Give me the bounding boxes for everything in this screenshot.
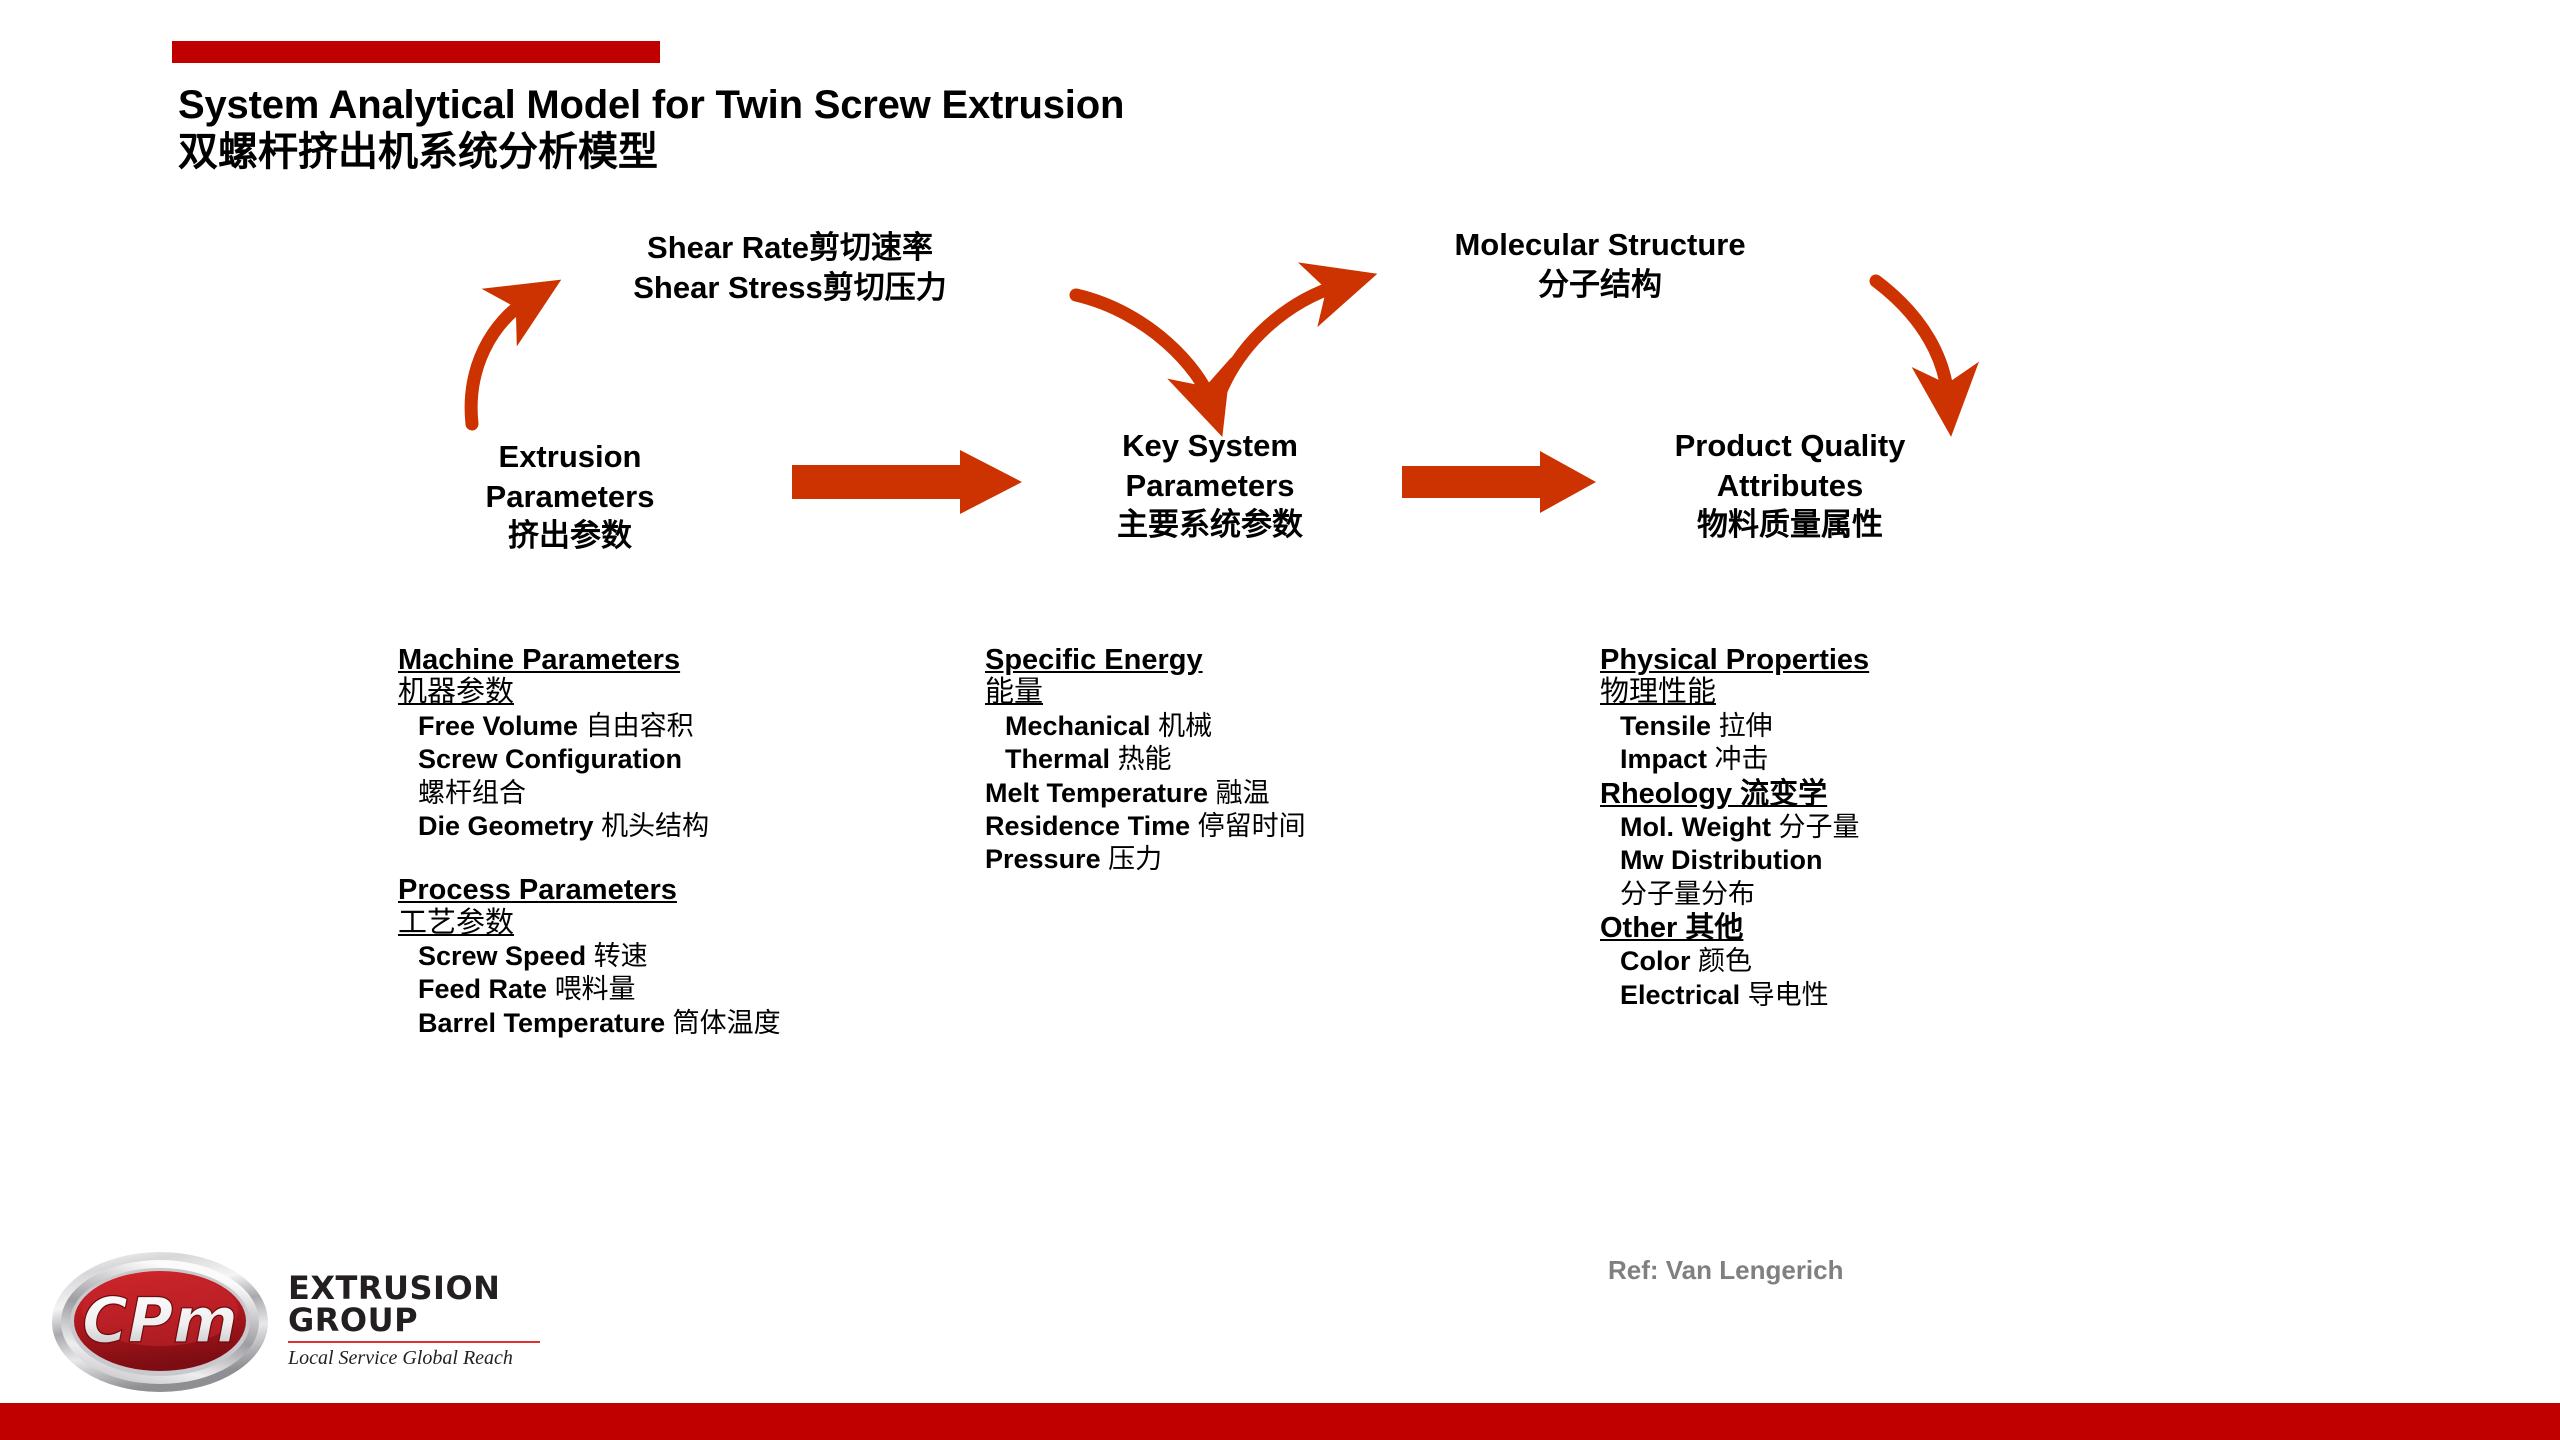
block-arrow-key-system-to-product-quality [1402,451,1596,513]
cpm-logo-line2: GROUP [288,1301,419,1339]
group-spacer [398,845,958,875]
list-item: Electrical 导电性 [1620,979,1829,1010]
list-item: Thermal 热能 [1005,744,1172,775]
flow-node-key-system-parameters: Key System Parameters 主要系统参数 [1050,426,1370,545]
flow-node-line1: Key System [1122,428,1298,463]
flow-caption-molecular-en: Molecular Structure [1454,227,1746,262]
list-item: Screw Configuration [418,744,683,775]
svg-text:CPm: CPm [82,1284,238,1357]
flow-node-line3: 主要系统参数 [1117,507,1303,543]
list-item: Pressure 压力 [985,844,1163,875]
group-heading-process-parameters: Process Parameters [398,874,677,907]
flow-caption-shear: Shear Rate剪切速率 Shear Stress剪切压力 [560,228,1020,307]
reference-credit: Ref: Van Lengerich [1608,1255,1844,1285]
group-heading-process-parameters-zh: 工艺参数 [398,906,515,939]
group-heading-machine-parameters-zh: 机器参数 [398,676,515,709]
flow-node-line3: 挤出参数 [508,518,632,554]
list-item: Tensile 拉伸 [1620,710,1773,741]
list-item: Mw Distribution [1620,845,1823,876]
detail-column-product-quality: Physical Properties 物理性能 Tensile 拉伸 Impa… [1600,645,2200,1014]
curved-arrow-shear-to-key-system [1069,288,1232,437]
group-heading-specific-energy: Specific Energy [985,644,1203,676]
curved-arrow-key-system-to-molecular [1211,262,1378,405]
list-item: Feed Rate 喂料量 [418,974,636,1005]
list-item: Free Volume 自由容积 [418,710,694,741]
list-item: Mol. Weight 分子量 [1620,812,1860,842]
cpm-logo-mark-icon: CPm [52,1252,268,1392]
group-heading-physical-properties-zh: 物理性能 [1600,676,1717,709]
flow-node-line3: 物料质量属性 [1697,507,1883,543]
title-chinese: 双螺杆挤出机系统分析模型 [178,130,658,175]
list-item: Color 颜色 [1620,946,1753,977]
group-heading-physical-properties: Physical Properties [1600,644,1870,676]
flow-caption-shear-rate: Shear Rate剪切速率 [647,230,933,265]
flow-caption-molecular-zh: 分子结构 [1538,266,1662,302]
cpm-logo: CPm EXTRUSION GROUP Local Service Global… [50,1250,570,1400]
list-item: Screw Speed 转速 [418,941,648,972]
list-item: Die Geometry 机头结构 [418,810,710,841]
flow-node-line2: Parameters [1125,467,1295,503]
flow-caption-shear-stress: Shear Stress剪切压力 [633,269,947,305]
bottom-accent-band [0,1403,2560,1440]
cpm-logo-line1: EXTRUSION [288,1269,501,1307]
block-arrow-extrusion-to-key-system [792,450,1022,514]
flow-node-extrusion-parameters: Extrusion Parameters 挤出参数 [440,437,700,556]
cpm-logo-rule [288,1341,540,1343]
detail-column-machine-parameters: Machine Parameters 机器参数 Free Volume 自由容积… [398,645,958,1042]
cpm-logo-tagline: Local Service Global Reach [288,1347,513,1369]
group-heading-other: Other 其他 [1600,912,1744,945]
flow-node-line2: Attributes [1716,467,1864,503]
list-item: Residence Time 停留时间 [985,810,1306,841]
list-item: Impact 冲击 [1620,744,1769,775]
group-heading-specific-energy-zh: 能量 [985,676,1044,709]
flow-caption-molecular: Molecular Structure 分子结构 [1390,225,1810,304]
flow-node-product-quality-attributes: Product Quality Attributes 物料质量属性 [1600,426,1980,545]
group-heading-rheology: Rheology 流变学 [1600,777,1828,810]
page-title: System Analytical Model for Twin Screw E… [178,82,1678,176]
flow-node-line1: Extrusion [498,439,642,474]
list-item: Mechanical 机械 [1005,710,1213,741]
detail-column-specific-energy: Specific Energy 能量 Mechanical 机械 Thermal… [985,645,1545,879]
curved-arrow-extrusion-to-shear [464,279,562,431]
list-item: 螺杆组合 [418,777,526,808]
top-accent-bar [172,41,660,63]
curved-arrow-molecular-to-product-quality [1869,274,1980,437]
flow-node-line1: Product Quality [1674,428,1906,463]
group-heading-machine-parameters: Machine Parameters [398,644,681,676]
list-item: Barrel Temperature 筒体温度 [418,1007,781,1038]
list-item: 分子量分布 [1620,878,1755,909]
flow-node-line2: Parameters [485,478,655,514]
cpm-logo-wordmark: EXTRUSION GROUP Local Service Global Rea… [288,1272,558,1370]
title-english: System Analytical Model for Twin Screw E… [178,83,1125,127]
list-item: Melt Temperature 融温 [985,777,1270,808]
